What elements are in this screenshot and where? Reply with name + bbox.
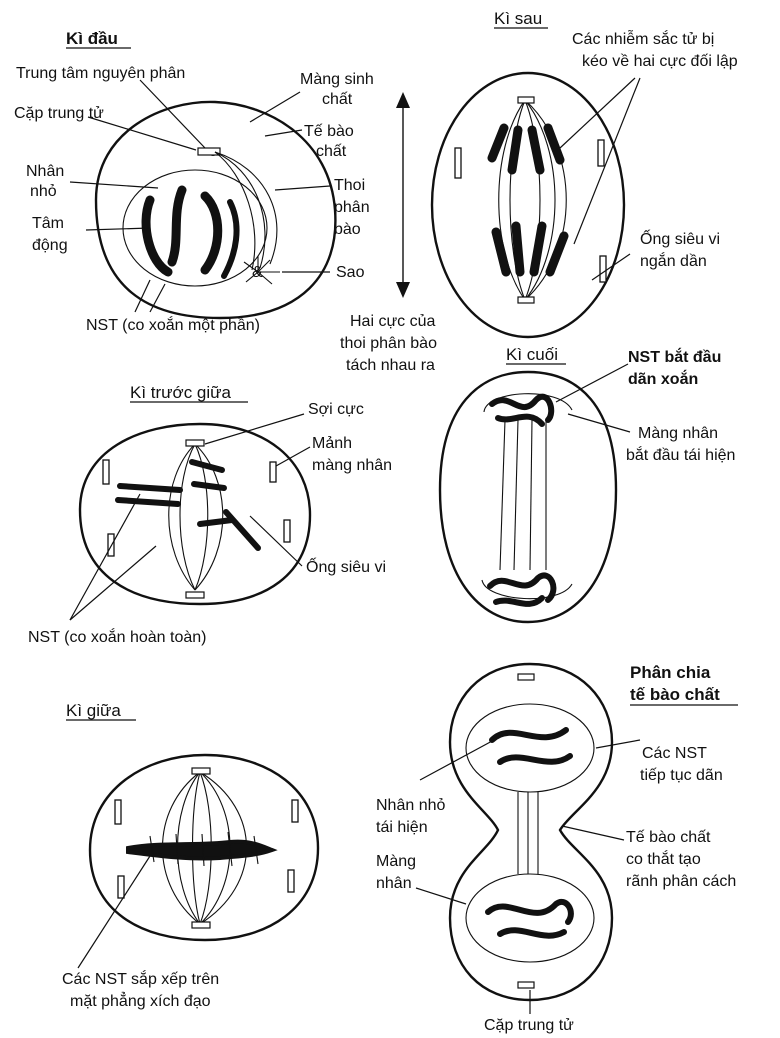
- telophase-leader-lines: [556, 364, 630, 432]
- metaphase-centriole-bottom: [192, 922, 210, 928]
- telophase-envelope-label-1: Màng nhân: [638, 425, 718, 442]
- telophase-decondense-label-2: dãn xoắn: [628, 369, 698, 388]
- cytokinesis-panel: Phân chia tế bào chất Các NST tiếp tục d…: [376, 663, 738, 1034]
- prometaphase-polar-fiber-label: Sợi cực: [308, 401, 364, 418]
- metaphase-envelope-fragment-2: [292, 800, 298, 822]
- prometaphase-centriole-bottom: [186, 592, 204, 598]
- prophase-leader-lines: [70, 80, 330, 312]
- prophase-chromosome-1: [146, 200, 168, 272]
- prometaphase-title: Kì trước giữa: [130, 383, 232, 402]
- cytokinesis-membrane-label-2: nhân: [376, 875, 412, 892]
- cytokinesis-nucleus-top: [466, 704, 594, 792]
- prometaphase-panel: Kì trước giữa Sợi: [28, 383, 392, 646]
- poles-note-line-1: Hai cực của: [350, 313, 436, 330]
- telophase-spindle-fibers: [500, 420, 546, 570]
- anaphase-chromatids-lower: [496, 226, 564, 272]
- cytokinesis-chromatin-bottom-2: [500, 930, 564, 935]
- prophase-spindle-label-3: bào: [334, 221, 361, 238]
- cytokinesis-midbody-fibers: [518, 792, 538, 874]
- cytokinesis-chromatin-bottom-1: [488, 902, 571, 922]
- prophase-nucleolus-label-2: nhỏ: [30, 183, 57, 200]
- prometaphase-centriole-top: [186, 440, 204, 446]
- cytokinesis-chromatin-top-1: [492, 730, 566, 740]
- cytokinesis-centriole-label: Cặp trung tử: [484, 1017, 574, 1034]
- anaphase-panel: Kì sau: [432, 9, 738, 337]
- prophase-mitotic-center-label: Trung tâm nguyên phân: [16, 65, 185, 82]
- cytokinesis-furrow-label-2: co thắt tạo: [626, 849, 701, 868]
- telophase-envelope-label-2: bắt đầu tái hiện: [626, 445, 735, 464]
- metaphase-title: Kì giữa: [66, 701, 121, 720]
- prometaphase-fragment-label-1: Mảnh: [312, 435, 352, 452]
- prophase-aster-glyph: &: [252, 264, 263, 281]
- prophase-spindle-label-2: phân: [334, 199, 370, 216]
- telophase-decondense-label-1: NST bắt đầu: [628, 347, 721, 366]
- poles-separation-arrow: [396, 92, 410, 298]
- metaphase-centriole-top: [192, 768, 210, 774]
- prometaphase-cell-membrane: [80, 424, 310, 604]
- telophase-panel: Kì cuối NST bắt đầu dãn xoắn Màng nhân b…: [440, 345, 735, 622]
- anaphase-centriole-top: [518, 97, 534, 103]
- prophase-title: Kì đầu: [66, 29, 118, 48]
- prophase-chromosome-label: NST (co xoắn một phần): [86, 315, 260, 334]
- cytokinesis-furrow-label-3: rãnh phân cách: [626, 873, 736, 890]
- prophase-chromosome-3: [205, 196, 218, 270]
- prophase-centriole-pair-label: Cặp trung tử: [14, 105, 104, 122]
- poles-note-line-2: thoi phân bào: [340, 335, 437, 352]
- anaphase-title: Kì sau: [494, 9, 542, 28]
- cytokinesis-membrane-label-1: Màng: [376, 853, 416, 870]
- prophase-aster-label: Sao: [336, 264, 365, 281]
- prophase-spindle-label-1: Thoi: [334, 177, 365, 194]
- metaphase-panel: Kì giữa Các NST sắp xếp trên mặt phẳng x…: [62, 701, 318, 1010]
- anaphase-chromatids-upper: [492, 128, 560, 170]
- cytokinesis-chromosome-label-1: Các NST: [642, 745, 707, 762]
- prometaphase-chromosomes: [118, 462, 258, 548]
- prometaphase-fragment-label-2: màng nhân: [312, 457, 392, 474]
- anaphase-microtubule-label-1: Ống siêu vi: [640, 228, 720, 248]
- prophase-panel: Kì đầu &: [14, 29, 374, 334]
- poles-note-line-3: tách nhau ra: [346, 357, 435, 374]
- anaphase-pulled-label-1: Các nhiễm sắc tử bị: [572, 29, 714, 48]
- prometaphase-microtubule-label: Ống siêu vi: [306, 556, 386, 576]
- metaphase-leader-line: [78, 856, 150, 968]
- prometaphase-envelope-fragment-2: [270, 462, 276, 482]
- prophase-chromosome-2: [172, 190, 182, 262]
- prophase-cytoplasm-label-2: chất: [316, 143, 347, 160]
- anaphase-leader-lines: [560, 78, 640, 280]
- cytokinesis-nucleolus-label-2: tái hiện: [376, 819, 428, 836]
- anaphase-envelope-fragment-2: [598, 140, 604, 166]
- anaphase-envelope-fragment-3: [600, 256, 606, 282]
- cytokinesis-leader-lines: [416, 740, 640, 1014]
- prophase-cytoplasm-label-1: Tế bào: [304, 123, 354, 140]
- anaphase-centriole-bottom: [518, 297, 534, 303]
- prophase-centromere-label-2: động: [32, 237, 68, 254]
- prophase-nucleolus-label-1: Nhân: [26, 163, 64, 180]
- anaphase-microtubule-label-2: ngắn dần: [640, 251, 707, 270]
- metaphase-align-label-2: mặt phẳng xích đạo: [70, 991, 211, 1010]
- metaphase-envelope-fragment-3: [118, 876, 124, 898]
- prometaphase-envelope-fragment-1: [103, 460, 109, 484]
- telophase-title: Kì cuối: [506, 345, 558, 364]
- cytokinesis-chromatin-top-2: [500, 756, 570, 762]
- prophase-spindle-fibers: [215, 152, 277, 270]
- metaphase-align-label-1: Các NST sắp xếp trên: [62, 969, 219, 988]
- prophase-chromosome-4: [224, 202, 237, 276]
- prometaphase-envelope-fragment-3: [284, 520, 290, 542]
- anaphase-envelope-fragment-1: [455, 148, 461, 178]
- cytokinesis-centriole-bottom: [518, 982, 534, 988]
- metaphase-envelope-fragment-1: [115, 800, 121, 824]
- cytokinesis-chromosome-label-2: tiếp tục dãn: [640, 767, 723, 784]
- prophase-centromere-label-1: Tâm: [32, 215, 64, 232]
- prophase-membrane-label-1: Màng sinh: [300, 71, 374, 88]
- prometaphase-chromosome-label: NST (co xoắn hoàn toàn): [28, 627, 206, 646]
- cytokinesis-nucleolus-label-1: Nhân nhỏ: [376, 797, 445, 814]
- prophase-membrane-label-2: chất: [322, 91, 353, 108]
- metaphase-envelope-fragment-4: [288, 870, 294, 892]
- cytokinesis-furrow-label-1: Tế bào chất: [626, 829, 711, 846]
- cytokinesis-centriole-top: [518, 674, 534, 680]
- cytokinesis-title-2: tế bào chất: [630, 685, 720, 704]
- cytokinesis-title-1: Phân chia: [630, 663, 711, 682]
- anaphase-pulled-label-2: kéo về hai cực đối lập: [582, 53, 738, 70]
- cytokinesis-nucleus-bottom: [466, 874, 594, 962]
